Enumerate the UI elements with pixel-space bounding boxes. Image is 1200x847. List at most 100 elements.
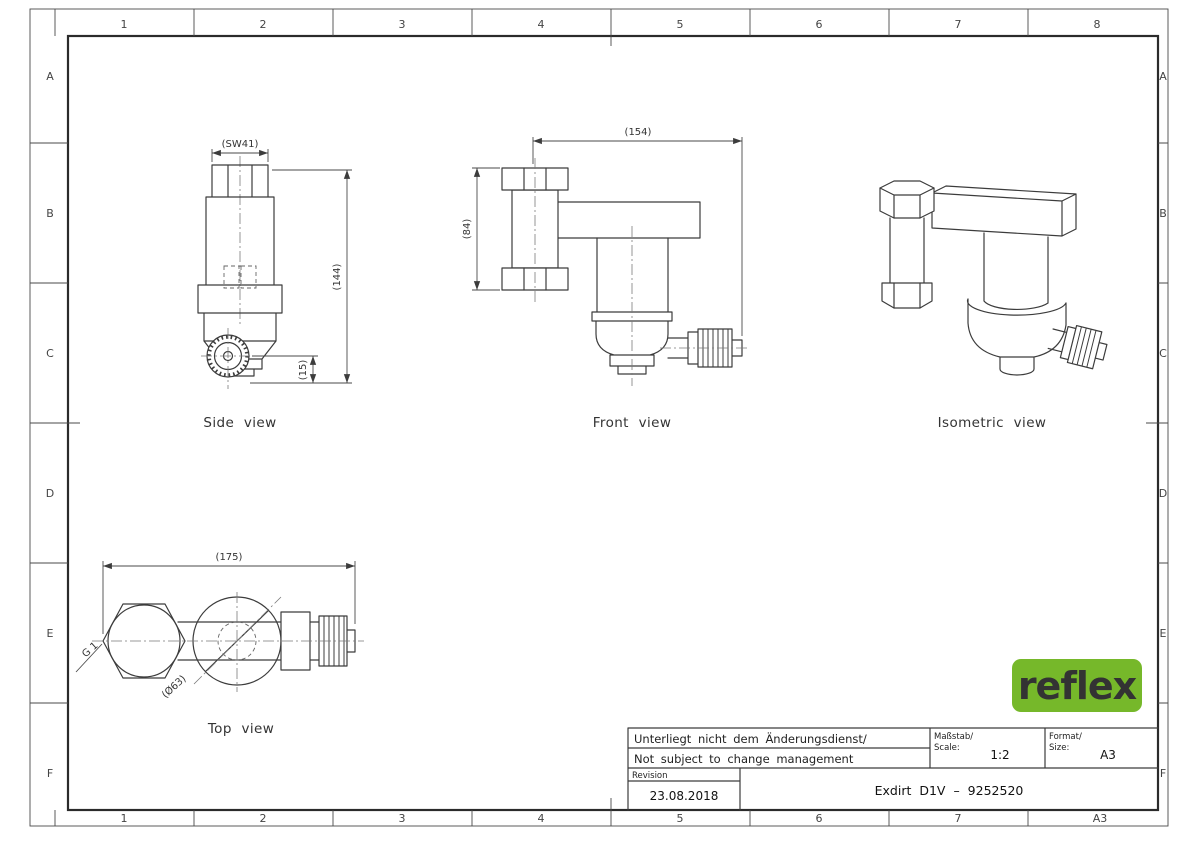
dimension-text-144: (144) (332, 263, 343, 290)
extension-lines (250, 169, 352, 384)
grid-label: 3 (399, 18, 406, 31)
drain-valve-centerlines (201, 328, 258, 389)
grid-label: F (1160, 767, 1166, 780)
reflex-logo: reflex (1012, 659, 1142, 712)
grid-column-labels-bottom: 1 2 3 4 5 6 7 A3 (121, 812, 1108, 825)
dimension-text-175: (175) (216, 552, 243, 563)
grid-label: 4 (538, 812, 545, 825)
extension-lines (102, 561, 356, 634)
front-centerlines (534, 158, 750, 386)
centering-marks (30, 9, 1168, 826)
grid-label: C (1159, 347, 1167, 360)
iso-hex-nut-top-facets (879, 187, 935, 219)
grid-ticks-bottom (54, 810, 1029, 826)
front-view: (154) (84) Front view (462, 127, 750, 431)
side-view-label: Side view (203, 415, 276, 431)
logo-background (1012, 659, 1142, 712)
grid-label: 1 (121, 812, 128, 825)
grid-label: 1 (121, 18, 128, 31)
grid-row-labels-right: A B C D E F (1159, 70, 1167, 780)
iso-hex-nut-top (879, 180, 935, 219)
grid-ticks-left (30, 142, 68, 704)
isometric-view-label: Isometric view (938, 415, 1047, 431)
drawing-title: Exdirt D1V – 9252520 (875, 783, 1024, 798)
grid-label: B (46, 207, 54, 220)
grid-label: E (1160, 627, 1167, 640)
front-valve-outline (667, 328, 743, 368)
grid-label: 2 (260, 18, 267, 31)
title-block-lines (627, 727, 1159, 811)
iso-hex-nut-bottom (881, 282, 933, 309)
revision-date: 23.08.2018 (650, 789, 719, 803)
grid-label: 7 (955, 18, 962, 31)
grid-column-labels-top: 1 2 3 4 5 6 7 8 (121, 18, 1101, 31)
dimension-175: (175) (102, 552, 356, 634)
top-view-label: Top view (207, 721, 274, 737)
format-label-en: Size: (1049, 743, 1069, 753)
iso-cylinder (983, 232, 1049, 311)
grid-label: 2 (260, 812, 267, 825)
iso-valve-outline (1047, 324, 1108, 370)
grid-label: D (1159, 487, 1167, 500)
grid-label: 6 (816, 812, 823, 825)
revision-label: Revision (632, 771, 668, 781)
iso-bowl (966, 298, 1067, 376)
format-label-de: Format/ (1049, 732, 1082, 742)
extension-lines (472, 167, 500, 291)
grid-label: 5 (677, 18, 684, 31)
sheet-frame (29, 8, 1169, 827)
side-hidden-thread (223, 265, 257, 289)
grid-label: A (46, 70, 54, 83)
grid-ticks-right (1158, 142, 1168, 704)
title-block: Unterliegt nicht dem Änderungsdienst/ No… (627, 727, 1159, 811)
dimension-sw41: (SW41) (211, 139, 269, 162)
dimension-text-15: (15) (298, 360, 309, 381)
top-view: (175) G 1 (Ø63) Top view (75, 552, 364, 737)
iso-arm (931, 185, 1077, 237)
dimension-15: (15) (252, 355, 318, 383)
scale-label-en: Scale: (934, 743, 960, 753)
dimension-text-154: (154) (625, 127, 652, 138)
front-arm (533, 201, 701, 239)
front-nut-facets (523, 167, 547, 291)
grid-label: D (46, 487, 54, 500)
format-value: A3 (1100, 748, 1116, 762)
iso-drain-valve (1047, 324, 1108, 370)
grid-row-labels-left: A B C D E F (46, 70, 54, 780)
grid-label: 4 (538, 18, 545, 31)
front-view-label: Front view (593, 415, 672, 431)
dimension-154: (154) (532, 127, 743, 336)
grid-ticks-top (54, 9, 1029, 36)
side-view: (SW41) (144) (15) Side view (197, 139, 352, 431)
grid-label: 6 (816, 18, 823, 31)
top-valve-body (280, 611, 356, 671)
grid-label: 5 (677, 812, 684, 825)
extension-lines (532, 137, 743, 336)
dimension-144: (144) (250, 169, 352, 384)
grid-label: 8 (1094, 18, 1101, 31)
scale-value: 1:2 (990, 748, 1009, 762)
top-centerlines (92, 592, 364, 692)
dimension-text-84: (84) (462, 219, 473, 240)
logo-text: reflex (1018, 664, 1137, 708)
grid-label: C (46, 347, 54, 360)
grid-label: B (1159, 207, 1167, 220)
dimension-text-sw41: (SW41) (222, 139, 259, 150)
dimension-84: (84) (462, 167, 500, 291)
iso-valve-knurl (1071, 326, 1097, 368)
change-note-en: Not subject to change management (634, 752, 854, 766)
outer-border (29, 8, 1169, 827)
grid-label: F (47, 767, 53, 780)
sheet-format-corner-label: A3 (1093, 812, 1108, 825)
iso-hex-nut-bottom-facets (893, 282, 921, 309)
iso-pipe (889, 217, 925, 284)
scale-label-de: Maßstab/ (934, 732, 973, 742)
grid-label: A (1159, 70, 1167, 83)
grid-label: E (47, 627, 54, 640)
thread-leader-line (75, 643, 103, 673)
top-pipe-lines (177, 621, 285, 661)
grid-label: 7 (955, 812, 962, 825)
change-note-de: Unterliegt nicht dem Änderungsdienst/ (634, 731, 867, 746)
thread-label-g1: G 1 (80, 640, 100, 660)
